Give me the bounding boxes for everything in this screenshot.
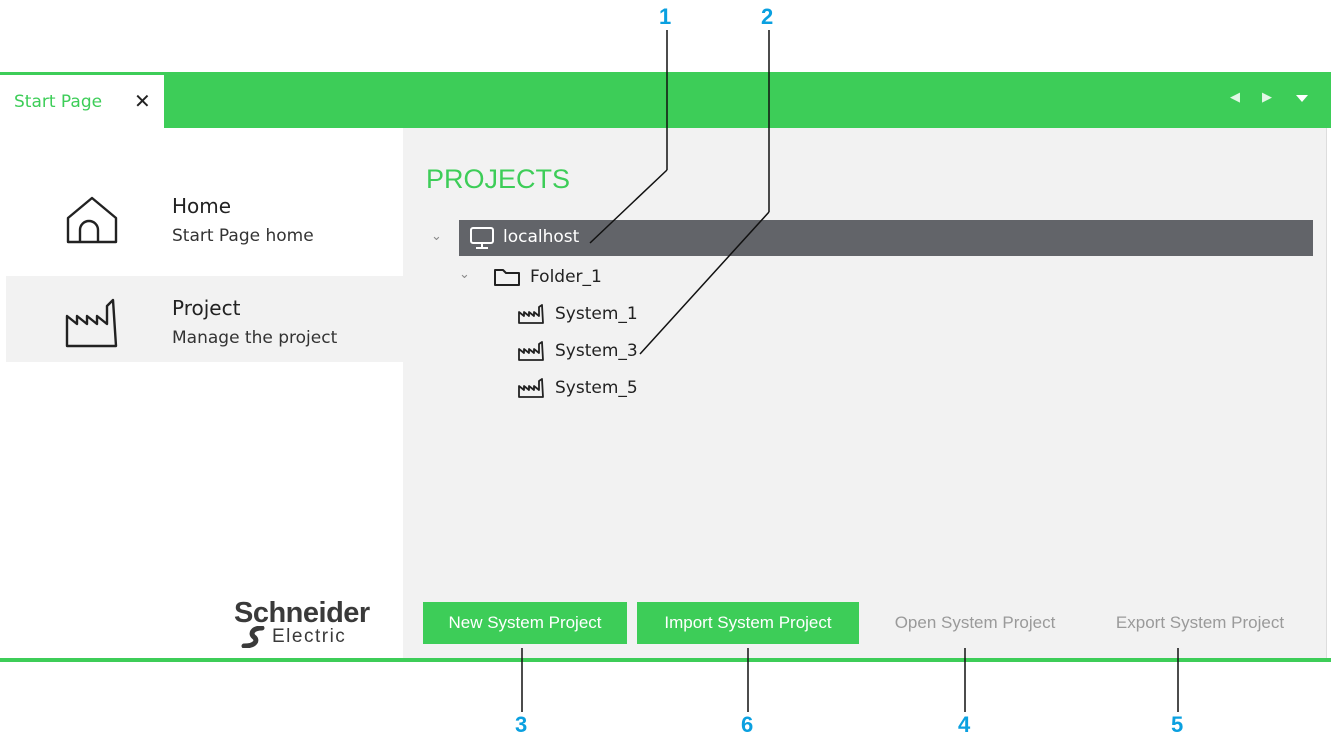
callout-6: 6 [741, 712, 754, 737]
factory-icon [518, 378, 544, 398]
chevron-down-icon[interactable]: ⌄ [431, 229, 442, 244]
factory-icon [65, 298, 118, 348]
open-system-project-button[interactable]: Open System Project [877, 602, 1073, 644]
monitor-icon [470, 227, 494, 249]
export-system-project-button[interactable]: Export System Project [1101, 602, 1299, 644]
panel-scrollbar[interactable] [1326, 128, 1331, 658]
new-system-project-button[interactable]: New System Project [423, 602, 627, 644]
tree-item-system[interactable]: System_1 [517, 296, 1313, 332]
tree-row-host[interactable]: ⌄ [403, 220, 1326, 256]
tree-item-system[interactable]: System_3 [517, 333, 1313, 369]
sidebar-item-subtitle: Start Page home [172, 226, 314, 246]
tree-item-folder[interactable]: ⌄ Folder_1 [453, 259, 1313, 295]
tree-item-label: System_5 [555, 378, 638, 398]
start-page-window: Start Page ✕ ◀ ▶ Home Start Page home Pr… [0, 72, 1331, 666]
logo-wordmark-bottom: Electric [272, 626, 347, 647]
tab-menu-dropdown-icon[interactable] [1296, 95, 1308, 102]
callout-3: 3 [515, 712, 528, 737]
tab-start-page[interactable]: Start Page ✕ [0, 72, 164, 128]
sidebar-item-title: Home [172, 194, 232, 218]
tree-item-label: System_1 [555, 304, 638, 324]
logo-mark-icon [241, 626, 265, 648]
tree-item-label: Folder_1 [530, 267, 602, 287]
tree-item-localhost[interactable]: localhost [459, 220, 1313, 256]
tree-item-label: localhost [503, 227, 580, 247]
tab-bar: Start Page ✕ ◀ ▶ [0, 72, 1331, 128]
logo-wordmark-top: Schneider [234, 597, 370, 629]
sidebar-item-home[interactable]: Home Start Page home [6, 174, 403, 260]
tab-label: Start Page [14, 92, 103, 112]
sidebar-item-subtitle: Manage the project [172, 328, 338, 348]
close-icon[interactable]: ✕ [134, 89, 151, 113]
scroll-left-icon[interactable]: ◀ [1230, 90, 1240, 105]
tree-item-label: System_3 [555, 341, 638, 361]
factory-icon [518, 341, 544, 361]
folder-icon [494, 269, 520, 286]
schneider-electric-logo: Schneider Electric [234, 598, 394, 648]
sidebar: Home Start Page home Project Manage the … [0, 128, 403, 658]
home-icon [66, 196, 118, 244]
scroll-right-icon[interactable]: ▶ [1262, 90, 1272, 105]
callout-5: 5 [1171, 712, 1184, 737]
chevron-down-icon[interactable]: ⌄ [459, 267, 470, 282]
page-title: PROJECTS [426, 164, 571, 194]
callout-1: 1 [659, 4, 672, 29]
sidebar-item-title: Project [172, 296, 241, 320]
sidebar-item-project[interactable]: Project Manage the project [6, 276, 403, 362]
factory-icon [518, 304, 544, 324]
callout-4: 4 [958, 712, 971, 737]
callout-2: 2 [761, 4, 774, 29]
import-system-project-button[interactable]: Import System Project [637, 602, 859, 644]
tree-item-system[interactable]: System_5 [517, 370, 1313, 406]
projects-panel: PROJECTS ⌄ localhost ⌄ Folder_1 System_ [403, 128, 1326, 658]
window-bottom-border [0, 658, 1331, 662]
